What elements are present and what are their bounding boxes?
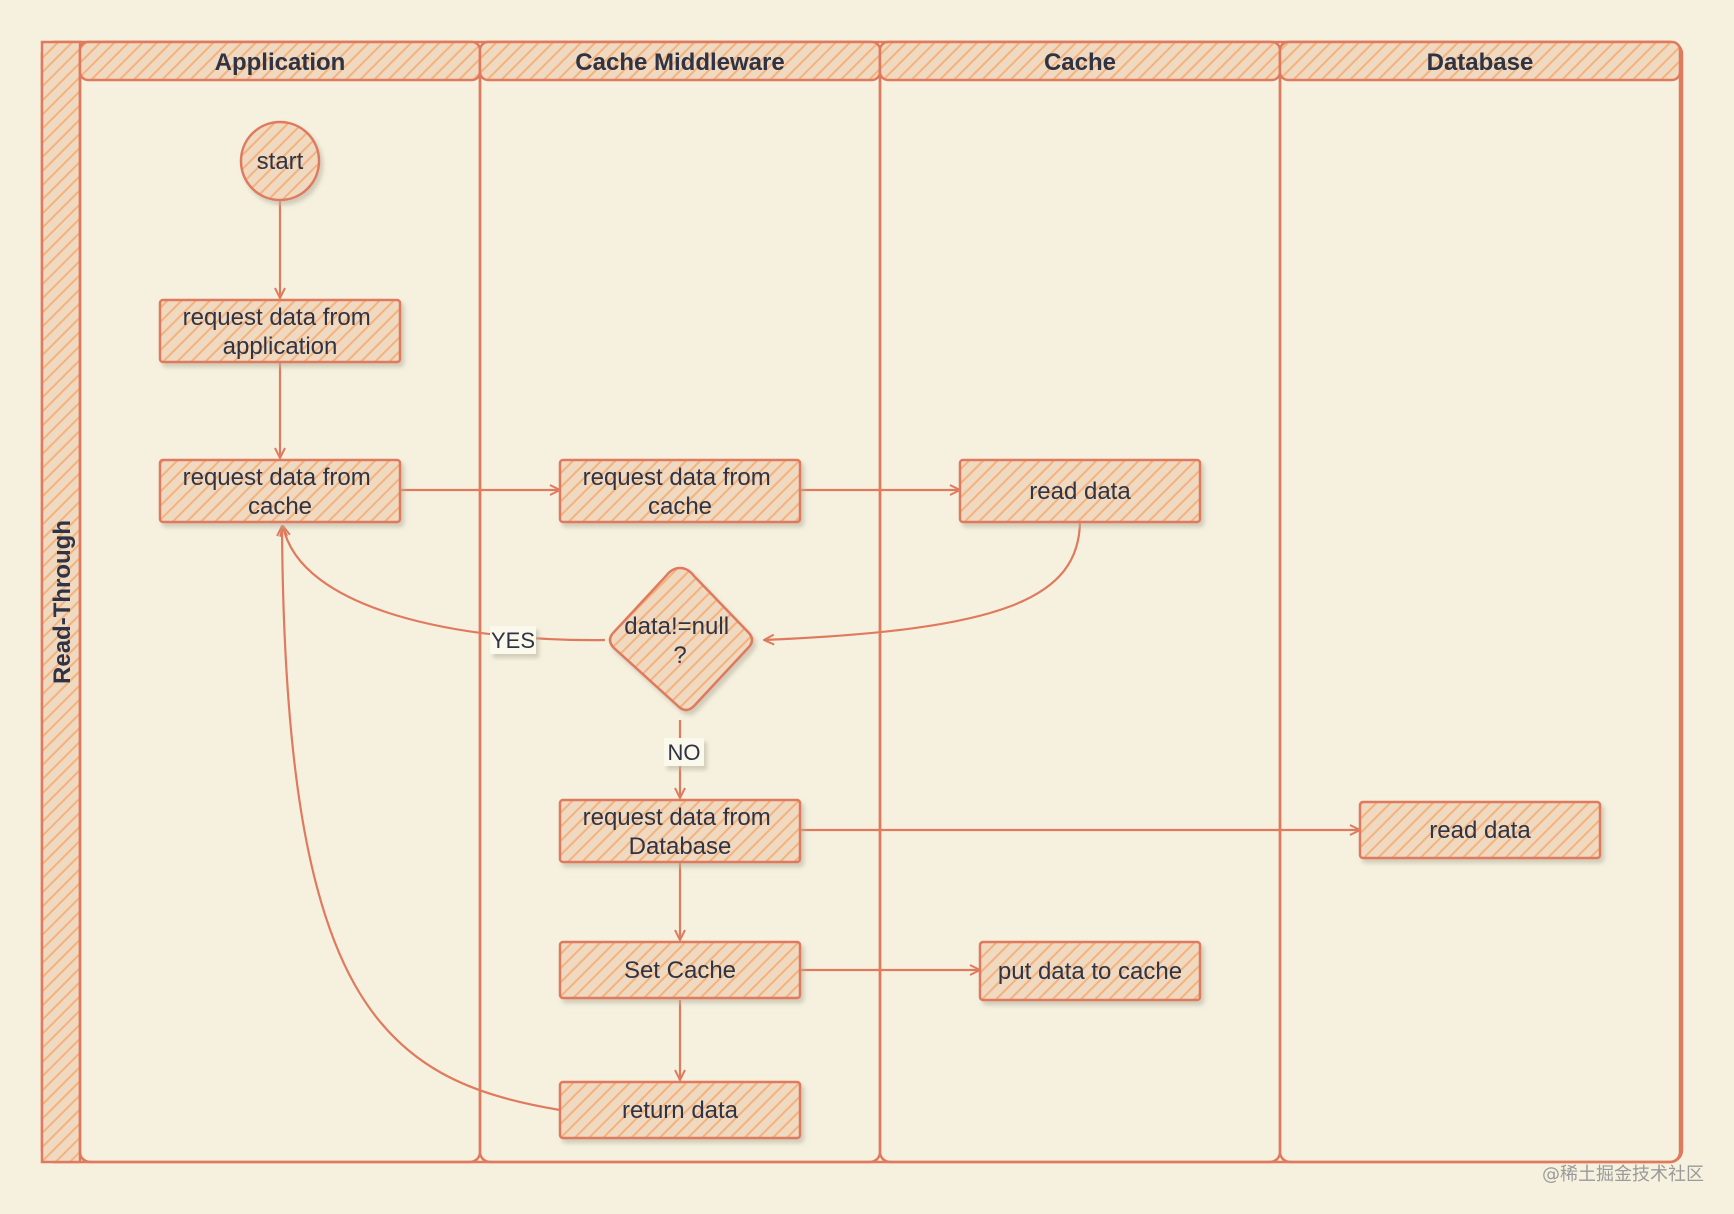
decision-diamond <box>608 566 754 712</box>
lane-database-header <box>1278 40 1682 82</box>
app-request-cache-box <box>158 458 402 524</box>
edge-decision-yes <box>283 526 606 642</box>
edges <box>280 201 1360 1112</box>
edge-label-yes-text: YES <box>491 628 535 653</box>
edge-return-to-app <box>282 526 561 1112</box>
node-set-cache: Set Cache <box>558 940 802 1000</box>
mw-request-cache-box <box>558 458 802 524</box>
node-middleware-request-data-from-cache: request data from cache <box>558 458 802 524</box>
mw-request-db-label: request data from Database <box>583 804 778 860</box>
db-read-box <box>1358 800 1602 860</box>
lane-cache-title: Cache <box>1044 49 1116 76</box>
lane-database-title: Database <box>1427 49 1534 76</box>
node-cache-read-data: read data <box>958 458 1202 524</box>
pool-frame <box>40 40 1684 1164</box>
node-app-request-data-from-cache: request data from cache <box>158 458 402 524</box>
lane-application-title: Application <box>215 49 346 76</box>
node-return-data: return data <box>558 1080 802 1140</box>
start-circle <box>239 120 321 202</box>
db-read-line-1: read data <box>1429 817 1531 844</box>
lane-cache-middleware-title: Cache Middleware <box>575 49 784 76</box>
db-read-label: read data <box>1429 817 1531 844</box>
node-decision-data-not-null: data!=null ? <box>608 566 754 712</box>
cache-read-line-1: read data <box>1029 478 1131 505</box>
request-app-label: request data from application <box>183 304 378 360</box>
decision-line-2: ? <box>673 642 686 669</box>
lane-application: Application <box>78 40 482 1164</box>
lane-cache: Cache <box>878 40 1282 1164</box>
request-app-line-2: application <box>223 333 338 360</box>
cache-read-label: read data <box>1029 478 1131 505</box>
mw-request-db-line-1: request data from <box>583 804 771 831</box>
edge-label-yes: YES <box>490 626 536 654</box>
edge-label-no-text: NO <box>668 740 701 765</box>
decision-line-1: data!=null <box>624 613 729 640</box>
node-put-data-to-cache: put data to cache <box>978 940 1202 1002</box>
mw-request-cache-line-1: request data from <box>583 464 771 491</box>
pool-label: Read-Through <box>49 520 76 684</box>
cache-put-line-1: put data to cache <box>998 958 1182 985</box>
return-data-line-1: return data <box>622 1097 739 1124</box>
edge-label-yes-bg <box>490 626 536 654</box>
set-cache-label: Set Cache <box>624 957 736 984</box>
lane-database-body <box>1278 40 1682 1164</box>
set-cache-line-1: Set Cache <box>624 957 736 984</box>
mw-request-db-box <box>558 798 802 864</box>
edge-cache-read-to-decision <box>764 519 1082 640</box>
cache-put-label: put data to cache <box>998 958 1182 985</box>
return-data-box <box>558 1080 802 1140</box>
lane-cache-middleware: Cache Middleware <box>478 40 882 1164</box>
app-request-cache-label: request data from cache <box>183 464 378 520</box>
lane-database: Database <box>1278 40 1682 1164</box>
watermark-text: @稀土掘金技术社区 <box>1542 1164 1704 1185</box>
pool-label-strip <box>40 40 82 1164</box>
mw-request-cache-label: request data from cache <box>583 464 778 520</box>
edge-label-no: NO <box>664 738 704 766</box>
cache-put-box <box>978 940 1202 1002</box>
mw-request-cache-line-2: cache <box>648 493 712 520</box>
app-request-cache-line-1: request data from <box>183 464 371 491</box>
start-label: start <box>257 148 304 175</box>
node-request-data-from-application: request data from application <box>158 298 402 364</box>
set-cache-box <box>558 940 802 1000</box>
start-label-line: start <box>257 148 304 175</box>
request-app-box <box>158 298 402 364</box>
request-app-line-1: request data from <box>183 304 371 331</box>
return-data-label: return data <box>622 1097 739 1124</box>
edge-label-no-bg <box>664 738 704 766</box>
node-database-read-data: read data <box>1358 800 1602 860</box>
node-request-data-from-database: request data from Database <box>558 798 802 864</box>
cache-read-box <box>958 458 1202 524</box>
pool-read-through: Read-Through <box>40 40 1684 1164</box>
app-request-cache-line-2: cache <box>248 493 312 520</box>
decision-label: data!=null ? <box>624 613 735 669</box>
node-start: start <box>239 120 321 202</box>
mw-request-db-line-2: Database <box>629 833 732 860</box>
